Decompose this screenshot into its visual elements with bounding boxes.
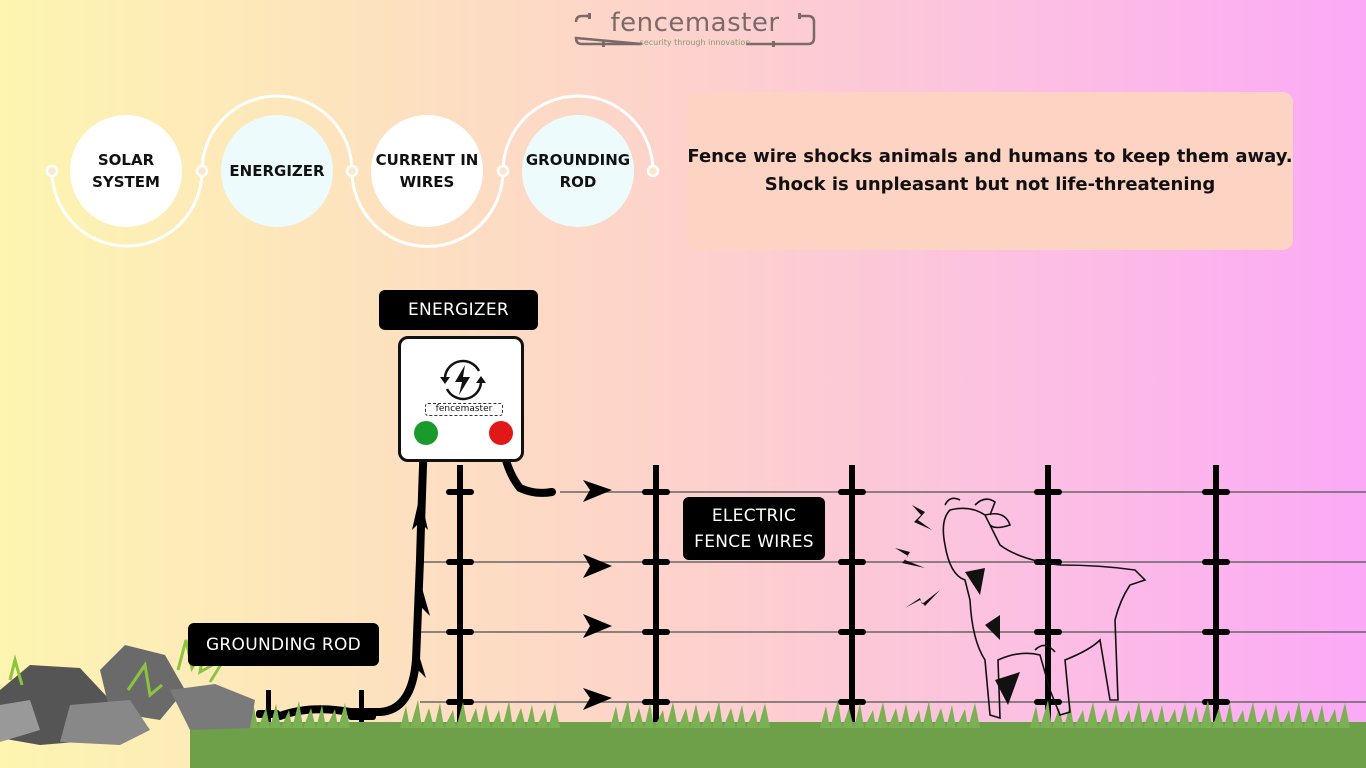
ground-cable (276, 436, 428, 720)
step-energizer: ENERGIZER (221, 115, 333, 227)
energizer-device: fencemaster (398, 336, 524, 462)
rocks (0, 639, 255, 745)
energizer-brand: fencemaster (425, 403, 503, 416)
grounding-rod-label: GROUNDING ROD (188, 623, 379, 666)
goat-illustration (942, 497, 1147, 720)
fence-wires (420, 491, 1366, 703)
current-arrows (410, 480, 612, 710)
logo-wire-frame-icon (574, 13, 816, 47)
fence-posts (446, 465, 1230, 730)
power-cycle-icon (440, 359, 486, 401)
info-box: Fence wire shocks animals and humans to … (687, 92, 1293, 250)
steps-connector (45, 94, 660, 248)
energizer-label: ENERGIZER (379, 290, 538, 330)
shock-icons (895, 505, 1020, 705)
fencemaster-logo: fencemaster security through innovation (572, 8, 818, 50)
live-terminal[interactable] (489, 421, 513, 445)
ground-terminal[interactable] (414, 421, 438, 445)
